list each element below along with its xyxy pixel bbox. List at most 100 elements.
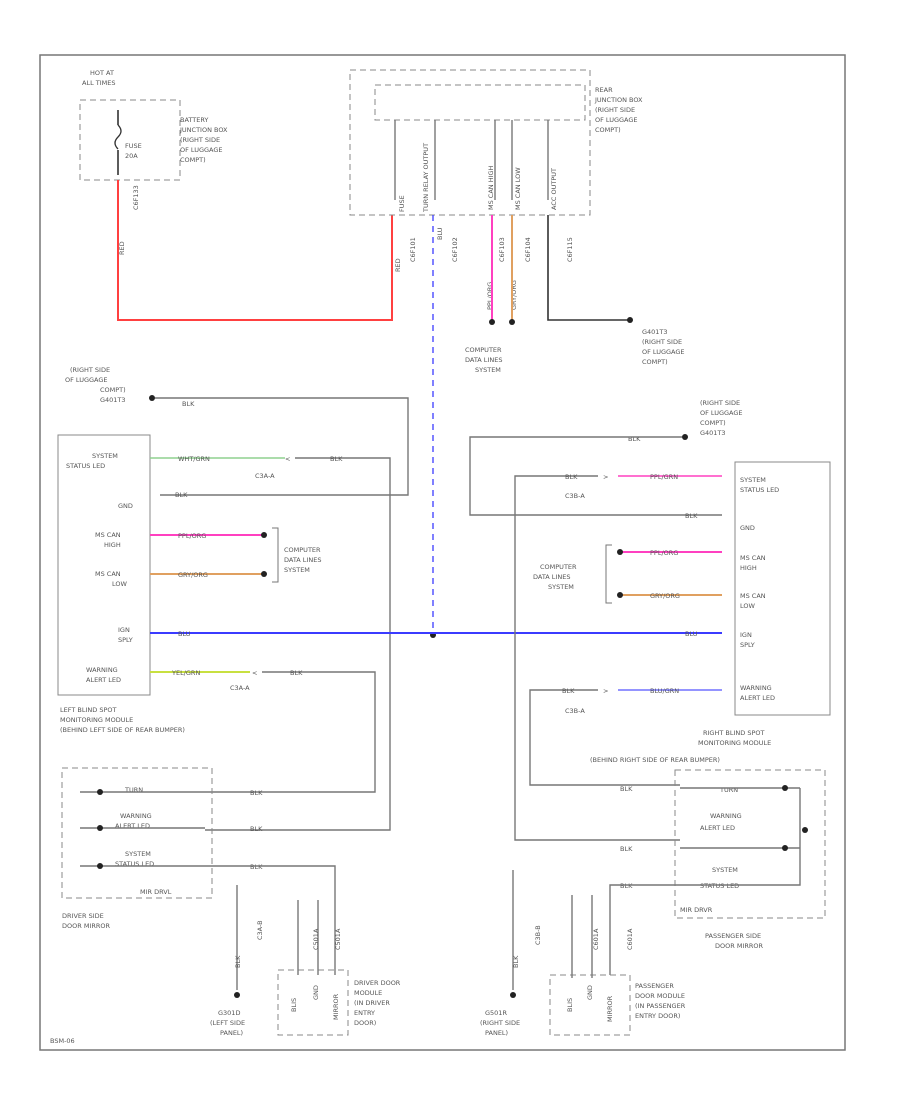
svg-text:BLK: BLK — [250, 825, 263, 833]
right-blind-spot-module: SYSTEM STATUS LED GND MS CAN HIGH MS CAN… — [590, 461, 831, 764]
svg-text:BLK: BLK — [234, 955, 242, 968]
ground-right-label: (RIGHT SIDE OF LUGGAGE COMPT) G401T3 BLK — [628, 399, 743, 443]
svg-text:BLK: BLK — [628, 435, 641, 443]
svg-text:C3A-A: C3A-A — [255, 472, 275, 480]
svg-text:STATUS LED: STATUS LED — [115, 860, 154, 868]
svg-text:BLIS: BLIS — [566, 998, 574, 1012]
svg-text:DOOR MODULE: DOOR MODULE — [635, 992, 685, 1000]
svg-text:PASSENGER: PASSENGER — [635, 982, 674, 990]
fuse-label: FUSE — [125, 142, 142, 150]
svg-text:YEL/GRN: YEL/GRN — [171, 669, 200, 677]
svg-text:ACC OUTPUT: ACC OUTPUT — [550, 168, 558, 210]
all-times-label: ALL TIMES — [82, 79, 115, 87]
svg-text:OF LUGGAGE: OF LUGGAGE — [180, 146, 223, 154]
svg-text:WHT/GRN: WHT/GRN — [178, 455, 210, 463]
ground-icon — [510, 992, 516, 998]
ground-icon — [149, 395, 155, 401]
svg-text:JUNCTION BOX: JUNCTION BOX — [594, 96, 643, 104]
svg-text:REAR: REAR — [595, 86, 613, 94]
svg-text:C3B-B: C3B-B — [534, 925, 542, 945]
svg-text:GND: GND — [586, 985, 594, 1000]
computer-data-lines-right: COMPUTER DATA LINES SYSTEM — [533, 563, 577, 591]
svg-text:MS CAN: MS CAN — [740, 592, 766, 600]
svg-text:>: > — [603, 687, 608, 695]
svg-text:BLK: BLK — [250, 863, 263, 871]
svg-text:BLK: BLK — [290, 669, 303, 677]
svg-text:MS CAN: MS CAN — [95, 570, 121, 578]
svg-text:COMPT): COMPT) — [700, 419, 726, 427]
svg-text:C6F104: C6F104 — [524, 237, 532, 262]
svg-text:BLK: BLK — [182, 400, 195, 408]
battery-junction-box: HOT AT ALL TIMES FUSE 20A BATTERY JUNCTI… — [79, 69, 228, 255]
svg-text:>: > — [603, 473, 608, 481]
svg-text:(RIGHT SIDE: (RIGHT SIDE — [480, 1019, 520, 1027]
svg-text:ALERT LED: ALERT LED — [740, 694, 775, 702]
svg-text:BLK: BLK — [330, 455, 343, 463]
svg-text:WARNING: WARNING — [86, 666, 118, 674]
svg-text:MS CAN LOW: MS CAN LOW — [514, 167, 522, 210]
svg-text:(RIGHT SIDE: (RIGHT SIDE — [70, 366, 110, 374]
svg-text:TURN: TURN — [124, 786, 143, 794]
svg-text:DRIVER SIDE: DRIVER SIDE — [62, 912, 104, 920]
svg-text:C6F101: C6F101 — [409, 237, 417, 262]
acc-output-wire — [547, 215, 630, 321]
svg-text:BLIS: BLIS — [290, 998, 298, 1012]
svg-text:G501R: G501R — [485, 1009, 507, 1017]
svg-text:GND: GND — [740, 524, 755, 532]
svg-text:C3B-A: C3B-A — [565, 492, 585, 500]
footer-code: BSM-06 — [50, 1037, 75, 1045]
svg-text:WARNING: WARNING — [740, 684, 772, 692]
svg-text:LEFT BLIND SPOT: LEFT BLIND SPOT — [60, 706, 116, 714]
fuse-rating: 20A — [125, 152, 138, 160]
svg-text:GND: GND — [118, 502, 133, 510]
svg-text:G301D: G301D — [218, 1009, 240, 1017]
svg-text:BLU: BLU — [436, 227, 444, 240]
svg-text:BATTERY: BATTERY — [180, 116, 208, 124]
svg-text:(LEFT SIDE: (LEFT SIDE — [210, 1019, 245, 1027]
svg-text:OF LUGGAGE: OF LUGGAGE — [595, 116, 638, 124]
svg-text:BLK: BLK — [620, 882, 633, 890]
svg-text:SYSTEM: SYSTEM — [125, 850, 151, 858]
svg-text:C6F103: C6F103 — [498, 237, 506, 262]
svg-text:(RIGHT SIDE: (RIGHT SIDE — [595, 106, 635, 114]
svg-text:G401T3: G401T3 — [642, 328, 668, 336]
svg-text:GRY/ORG: GRY/ORG — [510, 280, 518, 310]
svg-text:COMPT): COMPT) — [642, 358, 668, 366]
svg-text:JUNCTION BOX: JUNCTION BOX — [179, 126, 228, 134]
ground-icon — [627, 317, 633, 323]
svg-text:LOW: LOW — [740, 602, 756, 610]
svg-text:DOOR MIRROR: DOOR MIRROR — [715, 942, 763, 950]
svg-text:DOOR): DOOR) — [354, 1019, 376, 1027]
svg-text:TURN RELAY OUTPUT: TURN RELAY OUTPUT — [422, 143, 430, 213]
svg-text:<: < — [252, 669, 257, 677]
svg-text:BLK: BLK — [562, 687, 575, 695]
svg-text:BLK: BLK — [620, 845, 633, 853]
svg-text:C3A-B: C3A-B — [256, 920, 264, 940]
diagram-frame — [39, 54, 846, 1051]
svg-text:BLK: BLK — [685, 512, 698, 520]
svg-text:(IN PASSENGER: (IN PASSENGER — [635, 1002, 686, 1010]
svg-text:PASSENGER SIDE: PASSENGER SIDE — [705, 932, 761, 940]
svg-text:MS CAN HIGH: MS CAN HIGH — [487, 165, 495, 210]
right-ground-wire — [469, 436, 722, 516]
svg-text:BLK: BLK — [620, 785, 633, 793]
svg-text:COMPT): COMPT) — [595, 126, 621, 134]
passenger-door-module: BLK C3B-B G501R (RIGHT SIDE PANEL) BLIS … — [480, 870, 686, 1037]
svg-text:SYSTEM: SYSTEM — [712, 866, 738, 874]
red-power-wire — [117, 180, 393, 321]
svg-text:BLK: BLK — [250, 789, 263, 797]
ground-icon — [682, 434, 688, 440]
svg-text:ALERT LED: ALERT LED — [115, 822, 150, 830]
svg-text:FUSE: FUSE — [398, 195, 406, 212]
svg-text:DATA LINES: DATA LINES — [465, 356, 502, 364]
svg-text:IGN: IGN — [740, 631, 752, 639]
svg-text:MONITORING MODULE: MONITORING MODULE — [60, 716, 133, 724]
svg-text:HIGH: HIGH — [104, 541, 121, 549]
computer-data-lines-left: COMPUTER DATA LINES SYSTEM — [284, 546, 321, 574]
svg-text:DOOR MIRROR: DOOR MIRROR — [62, 922, 110, 930]
battery-connector-label: C6F133 — [132, 185, 140, 210]
svg-text:COMPUTER: COMPUTER — [284, 546, 321, 554]
svg-text:ENTRY DOOR): ENTRY DOOR) — [635, 1012, 680, 1020]
svg-text:WARNING: WARNING — [120, 812, 152, 820]
